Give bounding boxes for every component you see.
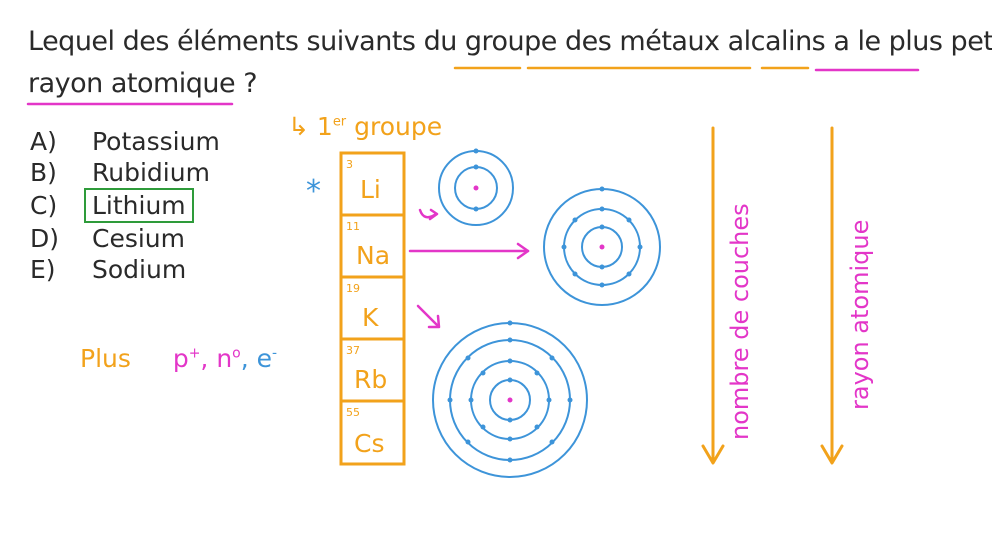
question-line-2: rayon atomique ? <box>28 68 258 99</box>
electron <box>507 337 513 343</box>
shells-arrow-head <box>701 444 725 465</box>
electron <box>507 417 513 423</box>
nucleus <box>599 244 605 250</box>
star-mark: * <box>306 174 321 209</box>
electron <box>534 370 540 376</box>
choice-letter: A) <box>30 127 57 156</box>
nucleus <box>507 397 513 403</box>
electron-sup: - <box>272 345 278 362</box>
choice-letter: B) <box>30 158 57 187</box>
choice-text: Cesium <box>92 224 186 253</box>
atomic-number-cs: 55 <box>346 406 360 419</box>
choice-b[interactable]: B) Rubidium <box>30 157 220 188</box>
electron <box>626 271 632 277</box>
choice-a[interactable]: A) Potassium <box>30 126 220 157</box>
choice-e[interactable]: E) Sodium <box>30 254 220 285</box>
electron <box>599 282 605 288</box>
arrow-na-head <box>516 242 530 260</box>
choice-text: Sodium <box>92 255 187 284</box>
electron <box>447 397 453 403</box>
choice-text: Rubidium <box>92 158 210 187</box>
atomic-number-k: 19 <box>346 282 360 295</box>
electron <box>637 244 643 250</box>
choice-c[interactable]: C) Lithium <box>30 188 220 223</box>
group-label-sup: er <box>332 114 347 130</box>
choice-letter: D) <box>30 224 60 253</box>
electron <box>507 457 513 463</box>
neutron-sup: o <box>232 345 241 362</box>
element-symbol-na: Na <box>356 241 390 270</box>
element-symbol-k: K <box>362 303 379 332</box>
proton-symbol: p <box>172 344 189 373</box>
radius-arrow-head <box>820 444 844 465</box>
choice-letter: C) <box>30 191 58 220</box>
element-symbol-rb: Rb <box>354 365 387 394</box>
electron <box>626 217 632 223</box>
electron <box>468 397 474 403</box>
group-label-suffix: groupe <box>346 112 443 141</box>
choice-text-selected: Lithium <box>84 188 194 223</box>
electron <box>549 439 555 445</box>
group-label-prefix: ↳ 1 <box>288 112 333 141</box>
atomic-number-na: 11 <box>346 220 360 233</box>
shells-label: nombre de couches <box>726 203 754 440</box>
plus-word: Plus <box>80 344 131 373</box>
choice-letter: E) <box>30 255 56 284</box>
arrow-k-head <box>427 314 441 329</box>
atomic-number-li: 3 <box>346 158 353 171</box>
electron <box>473 148 479 154</box>
element-column: 3 Li 11 Na 19 K 37 Rb 55 Cs <box>339 151 406 466</box>
arrow-li-head <box>428 208 439 221</box>
electron <box>465 439 471 445</box>
answer-choices: A) Potassium B) Rubidium C) Lithium D) Cesiu… <box>30 126 220 285</box>
electron <box>549 355 555 361</box>
electron <box>561 244 567 250</box>
arrow-k-to-atom <box>416 304 440 328</box>
neutron-symbol: , n <box>200 344 233 373</box>
electron <box>507 436 513 442</box>
electron <box>572 217 578 223</box>
electron <box>599 224 605 230</box>
electron <box>507 377 513 383</box>
proton-sup: + <box>188 345 201 362</box>
choice-text: Potassium <box>92 127 220 156</box>
electron <box>480 370 486 376</box>
nucleus <box>473 185 479 191</box>
electron <box>507 320 513 326</box>
atomic-number-rb: 37 <box>346 344 360 357</box>
electron <box>599 264 605 270</box>
electron <box>546 397 552 403</box>
electron <box>567 397 573 403</box>
plus-line: Plus p+, no, e- <box>80 344 277 373</box>
electron-symbol: , e <box>240 344 273 373</box>
element-symbol-cs: Cs <box>354 429 384 458</box>
choice-d[interactable]: D) Cesium <box>30 223 220 254</box>
electron <box>473 206 479 212</box>
electron <box>507 358 513 364</box>
electron <box>465 355 471 361</box>
element-column-frame <box>339 151 406 466</box>
question-line-1: Lequel des éléments suivants du groupe d… <box>28 26 992 57</box>
group-label: ↳ 1er groupe <box>288 112 442 141</box>
electron <box>599 186 605 192</box>
electron <box>572 271 578 277</box>
element-symbol-li: Li <box>360 175 381 204</box>
electron <box>599 206 605 212</box>
electron <box>480 424 486 430</box>
radius-label: rayon atomique <box>846 219 874 410</box>
electron <box>473 164 479 170</box>
electron <box>534 424 540 430</box>
